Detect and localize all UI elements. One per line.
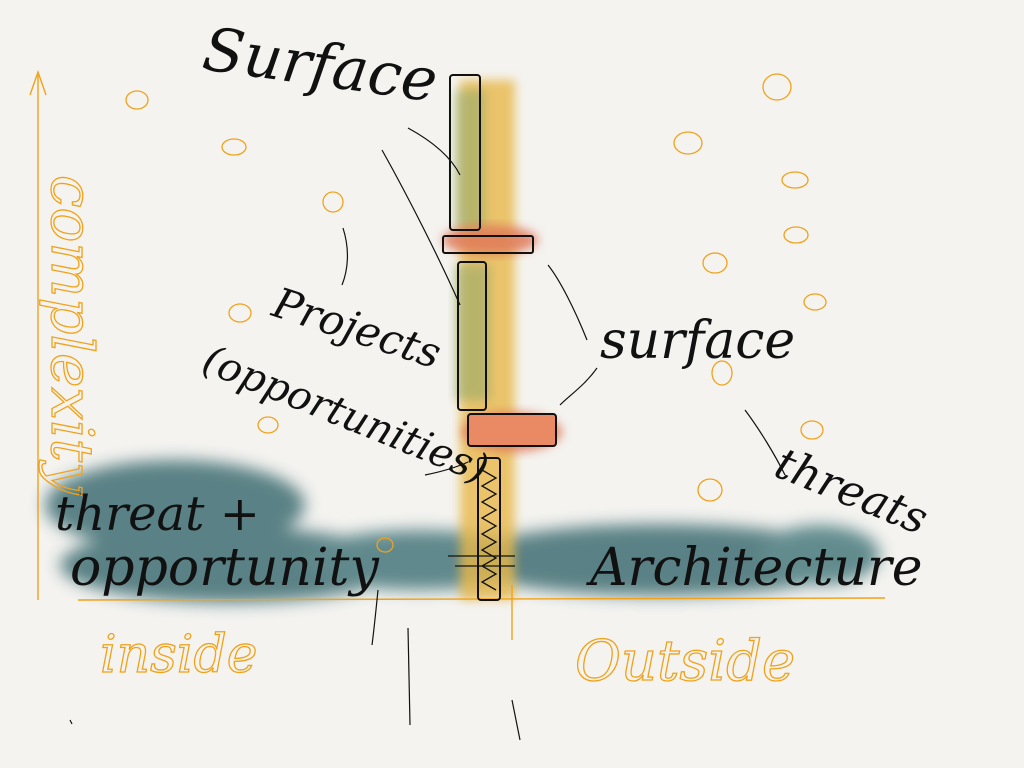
label-projects: Projects [266, 278, 447, 379]
pointer-lines [69, 127, 786, 741]
lower-bar [467, 413, 557, 447]
upper-box [449, 74, 481, 231]
label-surface-top: Surface [199, 14, 442, 116]
teal-wash-band [45, 460, 880, 603]
middle-box [457, 261, 487, 411]
y-axis-arrow [29, 69, 47, 96]
label-outside: Outside [575, 629, 795, 694]
orange-circles [125, 73, 827, 553]
column-outlines [442, 74, 557, 601]
red-band-top [442, 225, 538, 255]
crossbars [448, 555, 515, 567]
label-threat-plus: threat + [55, 486, 260, 542]
label-surface-right: surface [600, 311, 795, 371]
label-architecture: Architecture [586, 538, 922, 598]
zigzag [480, 469, 498, 591]
label-complexity: complexity [38, 175, 106, 496]
upper-bar [442, 235, 534, 254]
label-inside: inside [100, 625, 258, 685]
label-opportunity: opportunity [70, 538, 379, 598]
lower-box [477, 457, 501, 601]
